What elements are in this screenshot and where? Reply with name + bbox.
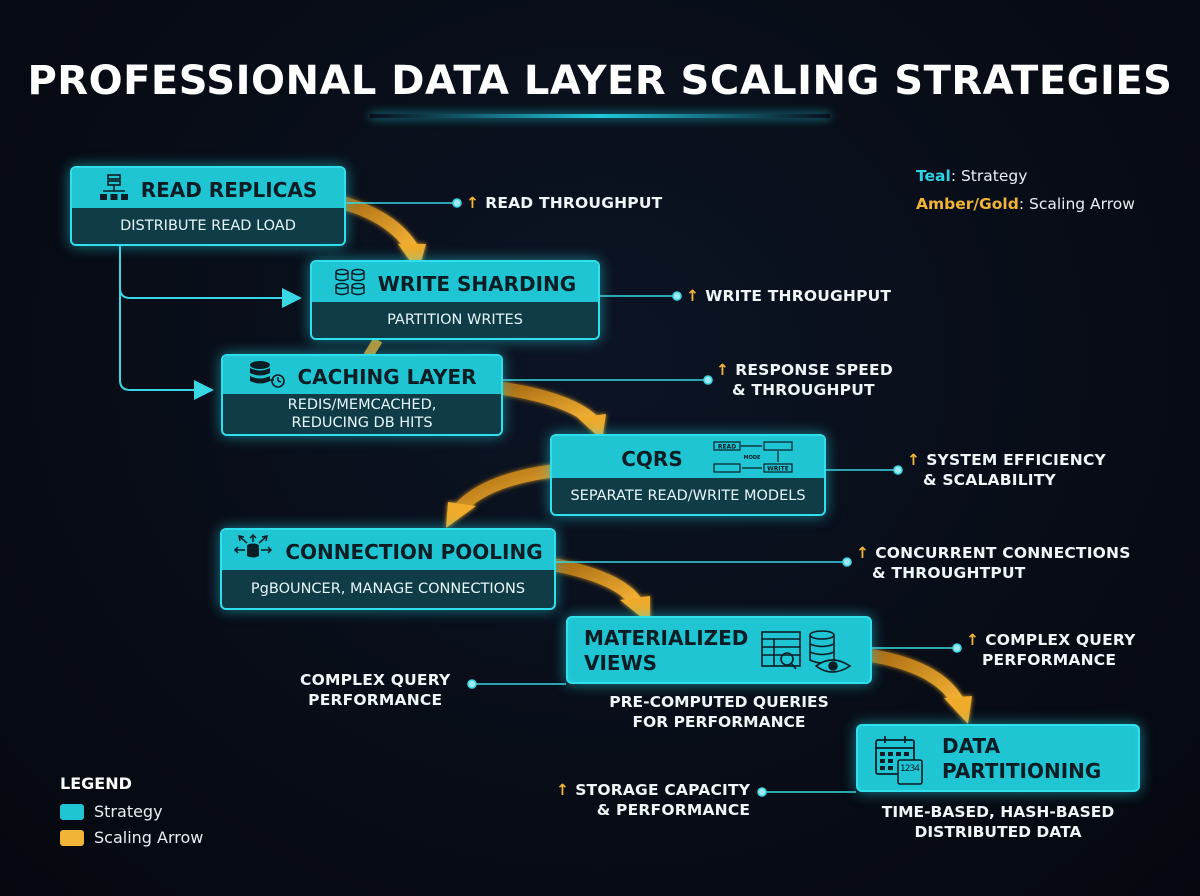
caching-layer-subtitle-line1: REDIS/MEMCACHED,: [287, 397, 437, 413]
database-fanout-icon: [233, 533, 273, 571]
connection-pooling-subtitle: PgBOUNCER, MANAGE CONNECTIONS: [222, 570, 554, 608]
materialized-views-caption: PRE-COMPUTED QUERIES FOR PERFORMANCE: [566, 692, 872, 732]
connection-pooling-title: CONNECTION POOLING: [285, 540, 543, 564]
caching-layer-card[interactable]: CACHING LAYER REDIS/MEMCACHED, REDUCING …: [221, 354, 503, 436]
key-teal: Teal: Strategy: [916, 167, 1028, 185]
up-arrow-icon: ↑: [966, 631, 980, 649]
read-replica-branch-lines: [119, 246, 302, 400]
data-partitioning-caption: TIME-BASED, HASH-BASED DISTRIBUTED DATA: [856, 802, 1140, 842]
legend-item-scaling-arrow: Scaling Arrow: [60, 828, 203, 847]
materialized-views-caption-line1: PRE-COMPUTED QUERIES: [609, 693, 829, 711]
server-network-icon: [99, 173, 129, 207]
data-partitioning-caption-line1: TIME-BASED, HASH-BASED: [881, 803, 1115, 821]
materialized-views-title-line1: MATERIALIZED: [584, 626, 749, 650]
legend-item-strategy: Strategy: [60, 802, 163, 821]
benefit-storage-capacity: ↑STORAGE CAPACITY & PERFORMANCE: [556, 781, 751, 819]
legend-title: LEGEND: [60, 774, 132, 793]
caching-layer-subtitle-line2: REDUCING DB HITS: [291, 415, 433, 431]
benefit-complex-query-left: COMPLEX QUERY PERFORMANCE: [300, 671, 451, 709]
data-partitioning-caption-line2: DISTRIBUTED DATA: [914, 823, 1082, 841]
cqrs-icon-label-read: READ: [718, 443, 736, 450]
write-sharding-title: WRITE SHARDING: [377, 272, 577, 296]
data-partitioning-title-line1: DATA: [942, 734, 1001, 758]
cqrs-card[interactable]: CQRS READ MODE WRITE SEPARATE READ/WRITE…: [550, 434, 826, 516]
benefit-system-efficiency: ↑SYSTEM EFFICIENCY & SCALABILITY: [907, 451, 1106, 489]
data-partitioning-card[interactable]: 1 2 3 4 DATA PARTITIONING: [856, 724, 1140, 792]
read-replicas-header: READ REPLICAS: [72, 168, 344, 212]
database-shards-icon: [334, 267, 366, 302]
materialized-views-title-line2: VIEWS: [584, 651, 658, 675]
legend-swatch-amber: [60, 829, 84, 846]
benefit-write-throughput: ↑WRITE THROUGHPUT: [686, 287, 892, 305]
calendar-digits: 1 2 3 4: [900, 764, 920, 774]
scaling-arrow-6: [861, 648, 972, 724]
materialized-views-title: MATERIALIZED VIEWS: [584, 626, 748, 676]
up-arrow-icon: ↑: [907, 451, 921, 469]
up-arrow-icon: ↑: [856, 544, 870, 562]
benefit-connectors: [346, 198, 962, 797]
benefit-response-speed: ↑RESPONSE SPEED & THROUGHPUT: [716, 361, 893, 399]
write-sharding-subtitle: PARTITION WRITES: [312, 302, 598, 338]
benefit-read-throughput: ↑READ THROUGHPUT: [466, 194, 663, 212]
calendar-partition-icon: 1 2 3 4: [874, 734, 924, 790]
page-title: PROFESSIONAL DATA LAYER SCALING STRATEGI…: [27, 58, 1173, 104]
key-amber: Amber/Gold: Scaling Arrow: [916, 195, 1135, 213]
data-partitioning-title-line2: PARTITIONING: [942, 759, 1102, 783]
read-replicas-card[interactable]: READ REPLICAS DISTRIBUTE READ LOAD: [70, 166, 346, 246]
data-partitioning-title: DATA PARTITIONING: [942, 734, 1101, 784]
cqrs-icon-label-write: WRITE: [767, 465, 789, 472]
benefit-concurrent-connections: ↑CONCURRENT CONNECTIONS & THROUGHTPUT: [856, 544, 1131, 582]
write-sharding-card[interactable]: WRITE SHARDING PARTITION WRITES: [310, 260, 600, 340]
connection-pooling-header: CONNECTION POOLING: [222, 530, 554, 574]
up-arrow-icon: ↑: [716, 361, 730, 379]
benefit-complex-query-right: ↑COMPLEX QUERY PERFORMANCE: [966, 631, 1136, 669]
up-arrow-icon: ↑: [686, 287, 700, 305]
legend-swatch-teal: [60, 803, 84, 820]
caching-layer-header: CACHING LAYER: [223, 356, 501, 398]
write-sharding-header: WRITE SHARDING: [312, 262, 598, 306]
caching-layer-subtitle: REDIS/MEMCACHED, REDUCING DB HITS: [223, 394, 501, 434]
read-replicas-subtitle: DISTRIBUTE READ LOAD: [72, 208, 344, 244]
up-arrow-icon: ↑: [466, 194, 480, 212]
cqrs-title: CQRS: [621, 447, 683, 471]
scaling-arrow-3: [493, 381, 606, 440]
cqrs-subtitle: SEPARATE READ/WRITE MODELS: [552, 478, 824, 514]
cqrs-icon-label-mode: MODE: [744, 455, 761, 461]
materialized-views-caption-line2: FOR PERFORMANCE: [632, 713, 806, 731]
legend-label-scaling-arrow: Scaling Arrow: [94, 828, 204, 847]
scaling-arrow-4: [446, 463, 567, 528]
caching-layer-title: CACHING LAYER: [297, 365, 477, 389]
up-arrow-icon: ↑: [556, 781, 570, 799]
read-replicas-title: READ REPLICAS: [140, 178, 318, 202]
connection-pooling-card[interactable]: CONNECTION POOLING PgBOUNCER, MANAGE CON…: [220, 528, 556, 610]
title-underline-glow: [370, 114, 830, 118]
table-eye-icon: [760, 628, 856, 682]
legend-label-strategy: Strategy: [94, 802, 163, 821]
scaling-arrow-2: [363, 337, 383, 359]
materialized-views-card[interactable]: MATERIALIZED VIEWS: [566, 616, 872, 684]
flow-diagram-icon: READ MODE WRITE: [712, 439, 794, 480]
cqrs-header: CQRS READ MODE WRITE: [552, 436, 824, 482]
database-clock-icon: [248, 360, 286, 395]
